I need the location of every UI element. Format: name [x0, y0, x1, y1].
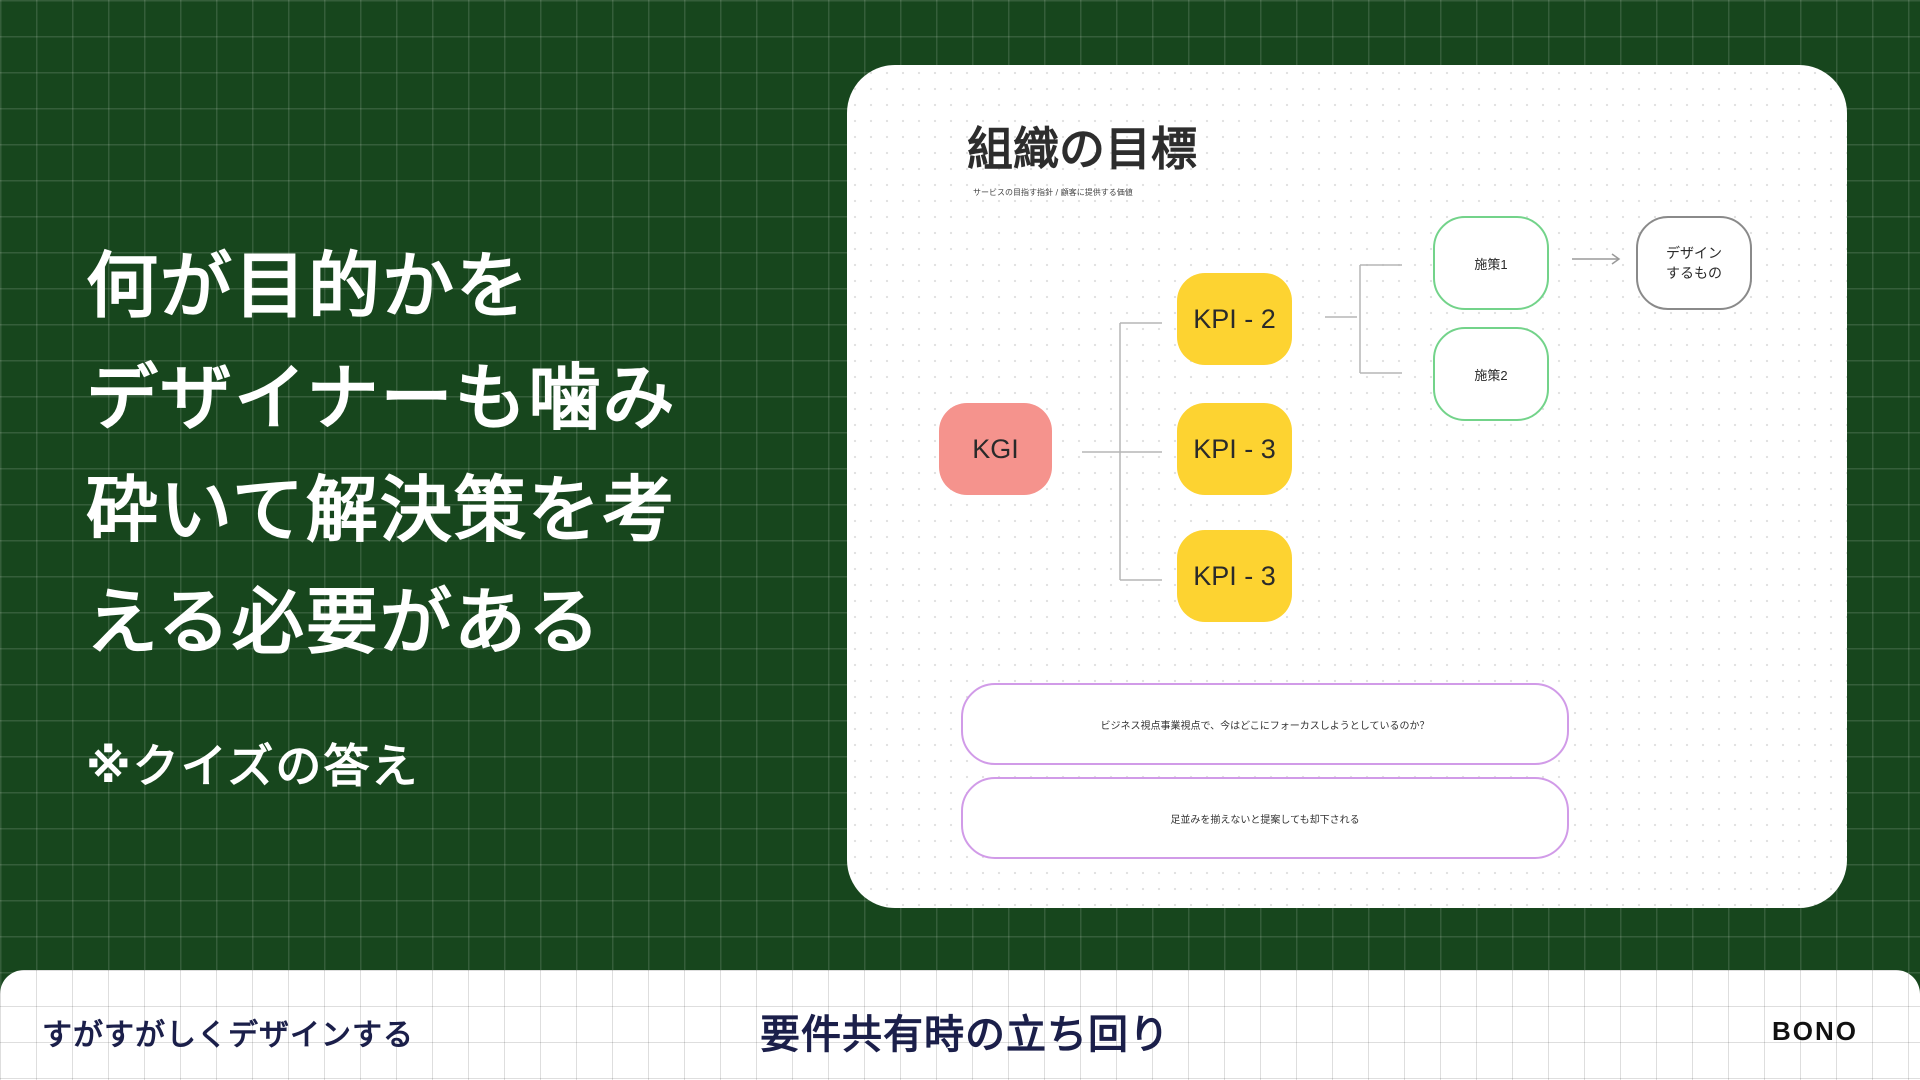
headline: 何が目的かを デザイナーも噛み 砕いて解決策を考 える必要がある — [86, 230, 786, 678]
footer: すがすがしくデザインする 要件共有時の立ち回り BONO — [0, 970, 1920, 1080]
headline-line: える必要がある — [86, 580, 602, 664]
diagram-subtitle: サービスの目指す指針 / 顧客に提供する価値 — [973, 188, 1133, 197]
brand-logo: BONO — [1772, 1016, 1858, 1046]
kgi-node: KGI — [939, 403, 1052, 495]
kpi-node: KPI - 2 — [1177, 273, 1292, 365]
note-bar: ビジネス視点事業視点で、今はどこにフォーカスしようとしているのか？ — [961, 683, 1569, 765]
headline-line: 砕いて解決策を考 — [86, 468, 676, 552]
footer-tagline: すがすがしくデザインする — [42, 1018, 414, 1053]
design-target-line: デザイン — [1666, 245, 1722, 261]
headline-line: 何が目的かを — [86, 244, 531, 328]
diagram-card: 組織の目標 サービスの目指す指針 / 顧客に提供する価値 KGI KPI - 2… — [847, 65, 1847, 908]
kpi-node: KPI - 3 — [1177, 530, 1292, 622]
measure-node: 施策2 — [1433, 327, 1549, 421]
headline-line: デザイナーも噛み — [86, 356, 677, 440]
connector-lines — [1082, 253, 1621, 581]
footer-topic: 要件共有時の立ち回り — [760, 1012, 1170, 1058]
note-bar: 足並みを揃えないと提案しても却下される — [961, 777, 1569, 859]
kpi-node: KPI - 3 — [1177, 403, 1292, 495]
measure-node: 施策1 — [1433, 216, 1549, 310]
design-target-node: デザイン するもの — [1636, 216, 1752, 310]
arrow-head-icon — [1611, 253, 1621, 265]
design-target-line: するもの — [1666, 265, 1722, 281]
quiz-answer-note: ※クイズの答え — [86, 739, 420, 793]
diagram-title: 組織の目標 — [967, 122, 1197, 176]
